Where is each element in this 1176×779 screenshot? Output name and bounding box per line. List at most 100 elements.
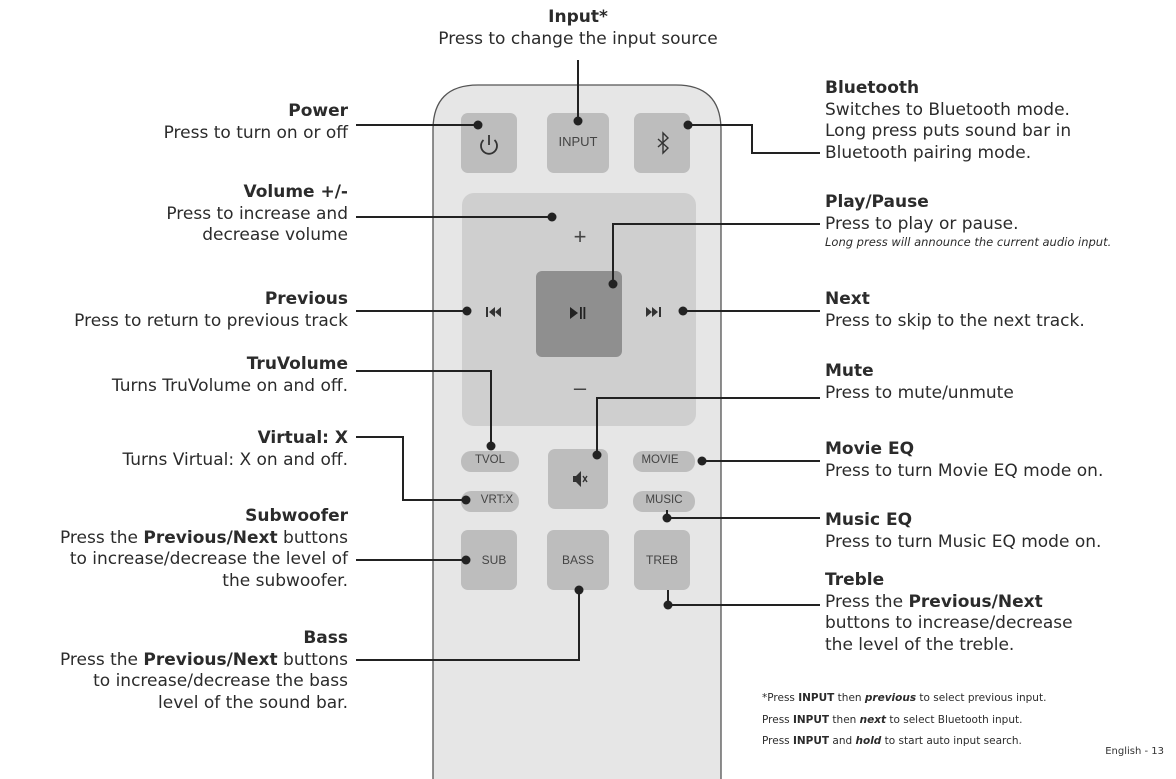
input-notes: *Press INPUT then previous to select pre…: [762, 688, 1046, 753]
playpause-leader-line: [612, 223, 820, 284]
bluetooth-leader: [688, 124, 820, 154]
volume-label: Volume +/- Press to increase and decreas…: [166, 182, 348, 247]
truvolume-label: TruVolume Turns TruVolume on and off.: [112, 354, 348, 397]
subwoofer-label: Subwoofer Press the Previous/Next button…: [60, 506, 348, 592]
page-number: English - 13: [1105, 746, 1164, 757]
musiceq-title: Music EQ: [825, 510, 913, 530]
mute-desc: Press to mute/unmute: [825, 382, 1014, 403]
input-button: [547, 113, 609, 173]
bass-desc-bold: Previous/Next: [143, 649, 278, 670]
mute-leader: [596, 397, 820, 455]
minus-button-label[interactable]: –: [573, 375, 587, 400]
music-button: [633, 491, 695, 512]
previous-label: Previous Press to return to previous tra…: [74, 289, 348, 332]
movieeq-title: Movie EQ: [825, 439, 915, 459]
virtual-leader: [356, 436, 466, 501]
subwoofer-title: Subwoofer: [245, 506, 348, 526]
vrtx-button-label[interactable]: VRT:X: [480, 494, 514, 506]
subwoofer-desc-2: to increase/decrease the level of: [69, 549, 348, 569]
subwoofer-desc-pre: Press the: [59, 527, 144, 548]
input-title: Input*: [548, 7, 608, 27]
bluetooth-desc-2: Long press puts sound bar in: [825, 121, 1072, 141]
truvolume-leader: [356, 370, 492, 446]
treb-button: [634, 530, 690, 590]
subwoofer-desc-bold: Previous/Next: [143, 527, 278, 548]
movie-button: [633, 451, 695, 472]
subwoofer-desc-post: buttons: [277, 527, 348, 548]
power-desc: Press to turn on or off: [163, 122, 348, 143]
mute-icon: [573, 471, 588, 487]
plus-button-label[interactable]: +: [573, 224, 587, 249]
virtual-title: Virtual: X: [257, 428, 348, 448]
power-icon: [480, 135, 498, 155]
note-line-3: Press INPUT and hold to start auto input…: [762, 735, 1022, 747]
bass-button-label[interactable]: BASS: [561, 553, 594, 567]
tvol-button: [461, 451, 519, 472]
bluetooth-icon: [657, 131, 670, 155]
note-line-2: Press INPUT then next to select Bluetoot…: [762, 713, 1023, 726]
virtual-desc: Turns Virtual: X on and off.: [122, 449, 348, 470]
play-pause-button: [536, 271, 622, 357]
treble-desc-3: the level of the treble.: [825, 634, 1015, 655]
bass-leader: [356, 590, 580, 661]
virtual-label: Virtual: X Turns Virtual: X on and off.: [122, 428, 348, 471]
previous-desc: Press to return to previous track: [74, 310, 348, 331]
volume-title: Volume +/-: [243, 182, 348, 202]
play-pause-icon: [570, 307, 586, 319]
previous-track-icon: [486, 307, 501, 317]
bass-desc-post: buttons: [277, 649, 348, 670]
bluetooth-desc-1: Switches to Bluetooth mode.: [825, 99, 1070, 120]
truvolume-desc: Turns TruVolume on and off.: [111, 375, 348, 396]
musiceq-label: Music EQ Press to turn Music EQ mode on.: [825, 510, 1101, 553]
bluetooth-desc-3: Bluetooth pairing mode.: [825, 142, 1032, 163]
treble-title: Treble: [825, 570, 885, 590]
treble-desc-bold: Previous/Next: [908, 591, 1043, 612]
next-track-icon: [646, 307, 661, 317]
bluetooth-label: Bluetooth Switches to Bluetooth mode. Lo…: [825, 78, 1071, 164]
tvol-button-label[interactable]: TVOL: [474, 454, 506, 466]
treble-desc-2: buttons to increase/decrease: [825, 613, 1073, 633]
volume-desc-1: Press to increase and: [166, 203, 348, 224]
bass-button: [547, 530, 609, 590]
next-desc: Press to skip to the next track.: [825, 310, 1085, 331]
mute-label: Mute Press to mute/unmute: [825, 361, 1014, 404]
input-button-label[interactable]: INPUT: [558, 134, 598, 149]
volume-desc-2: decrease volume: [202, 225, 348, 245]
musiceq-desc: Press to turn Music EQ mode on.: [825, 531, 1102, 552]
power-title: Power: [288, 101, 348, 121]
truvolume-title: TruVolume: [246, 354, 348, 374]
playpause-desc: Press to play or pause.: [825, 213, 1019, 234]
next-title: Next: [825, 289, 870, 309]
note-line-1: *Press INPUT then previous to select pre…: [762, 692, 1047, 704]
movieeq-desc: Press to turn Movie EQ mode on.: [825, 460, 1104, 481]
playpause-label: Play/Pause Press to play or pause. Long …: [825, 192, 1111, 250]
music-button-label[interactable]: MUSIC: [645, 494, 683, 506]
bass-title: Bass: [303, 628, 348, 648]
input-label: Input* Press to change the input source: [380, 7, 776, 50]
treble-label: Treble Press the Previous/Next buttons t…: [825, 570, 1073, 656]
bass-label: Bass Press the Previous/Next buttons to …: [60, 628, 348, 714]
treble-desc-pre: Press the: [825, 591, 909, 612]
leader-dots: [461, 116, 707, 610]
sub-button-label[interactable]: SUB: [481, 553, 507, 567]
subwoofer-desc-3: the subwoofer.: [222, 570, 348, 591]
remote-body: [432, 84, 722, 779]
playpause-title: Play/Pause: [825, 192, 929, 212]
treb-button-label[interactable]: TREB: [645, 553, 678, 567]
previous-title: Previous: [264, 289, 348, 309]
bass-desc-pre: Press the: [59, 649, 144, 670]
sub-button: [461, 530, 517, 590]
power-label: Power Press to turn on or off: [164, 101, 348, 144]
input-desc: Press to change the input source: [438, 28, 718, 49]
bass-desc-3: level of the sound bar.: [158, 692, 348, 713]
mute-title: Mute: [825, 361, 874, 381]
next-label: Next Press to skip to the next track.: [825, 289, 1085, 332]
playpause-small: Long press will announce the current aud…: [825, 235, 1112, 249]
leader-lines: [356, 60, 820, 661]
bass-desc-2: to increase/decrease the bass: [93, 671, 348, 691]
movie-button-label[interactable]: MOVIE: [641, 454, 679, 466]
vrtx-button: [461, 491, 519, 512]
movieeq-label: Movie EQ Press to turn Movie EQ mode on.: [825, 439, 1103, 482]
bluetooth-title: Bluetooth: [825, 78, 920, 98]
